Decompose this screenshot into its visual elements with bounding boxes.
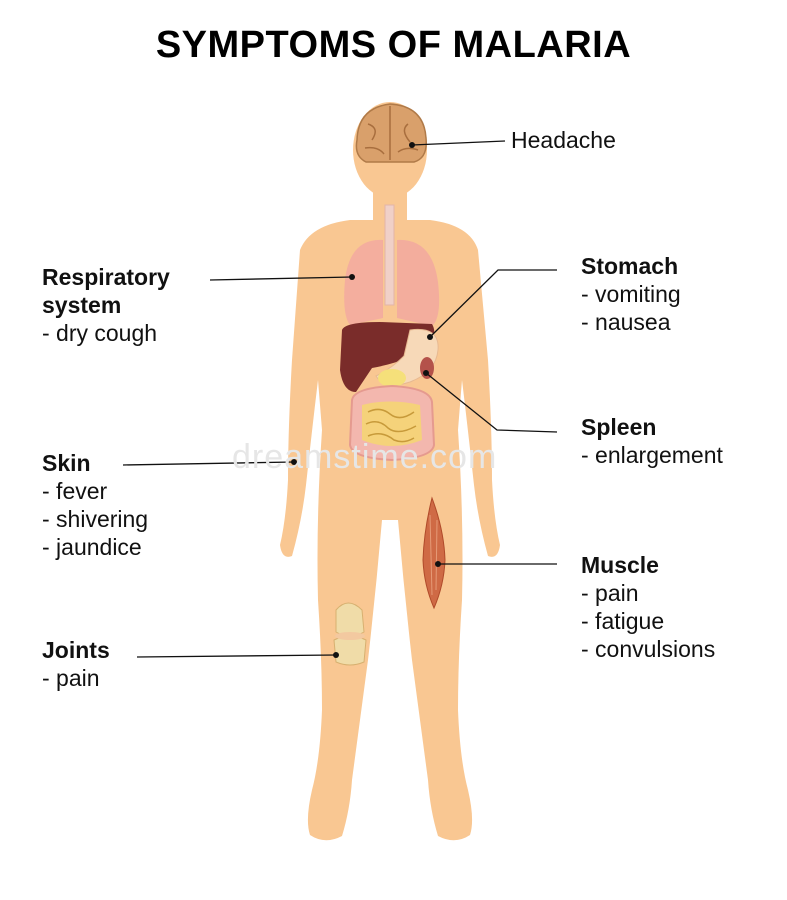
label-skin-item: - shivering [42,506,149,532]
knee-joint [333,602,367,666]
label-skin-heading: Skin [42,450,91,476]
label-spleen-heading: Spleen [581,414,657,440]
leader-line-skin [122,461,295,466]
label-respiratory-item: - dry cough [42,320,158,346]
label-headache-heading: Headache [511,127,616,153]
label-joints-item: - pain [42,665,100,691]
label-muscle-heading: Muscle [581,552,659,578]
leader-line-stomach [429,269,557,338]
label-stomach-heading: Stomach [581,253,679,279]
leader-lines [122,140,558,658]
label-skin: Skin - fever - shivering - jaundice [42,449,148,561]
brain-organ [355,103,427,163]
label-joints: Joints - pain [42,636,110,692]
label-stomach: Stomach - vomiting - nausea [581,252,681,336]
label-stomach-item: - nausea [581,309,671,335]
label-spleen: Spleen - enlargement [581,413,723,469]
label-respiratory-heading-2: system [42,292,122,318]
label-spleen-item: - enlargement [581,442,723,468]
lungs-organ [344,239,440,326]
label-skin-item: - jaundice [42,534,142,560]
trachea [384,204,395,306]
label-joints-heading: Joints [42,637,110,663]
leader-line-joints [136,654,337,658]
leader-line-respiratory [209,276,353,281]
label-respiratory: Respiratory system - dry cough [42,263,170,347]
page-title: SYMPTOMS OF MALARIA [155,24,632,66]
label-stomach-item: - vomiting [581,281,681,307]
leader-dots [291,142,441,658]
label-muscle-item: - pain [581,580,639,606]
label-headache: Headache [511,126,616,154]
label-muscle-item: - convulsions [581,636,716,662]
intestines-organ [348,384,436,462]
label-muscle-item: - fatigue [581,608,665,634]
label-respiratory-heading-1: Respiratory [42,264,170,290]
leader-line-spleen [425,372,558,433]
muscle-organ [422,496,446,610]
label-muscle: Muscle - pain - fatigue - convulsions [581,551,715,663]
leader-line-headache [411,140,506,146]
label-skin-item: - fever [42,478,108,504]
gallbladder [378,369,406,387]
